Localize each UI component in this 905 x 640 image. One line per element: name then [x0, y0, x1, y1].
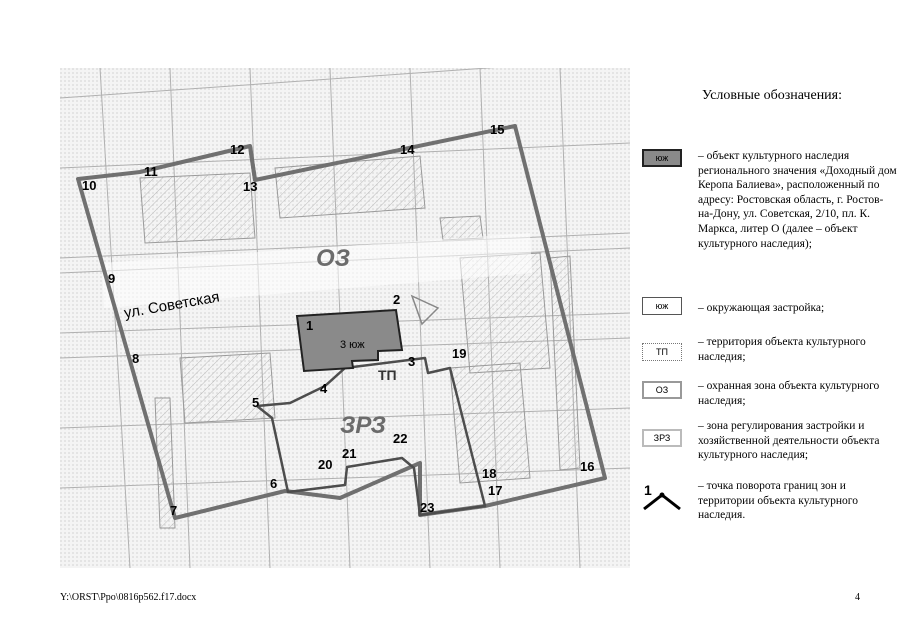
oz-notch [248, 145, 257, 181]
legend-item-territory: ТП – территория объекта культурного насл… [636, 335, 898, 379]
legend-text-heritage-object: – объект культурного наследия региональн… [698, 150, 897, 250]
point-8: 8 [132, 351, 139, 366]
legend-item-zrz: ЗРЗ – зона регулирования застройки и хоз… [636, 419, 898, 479]
point-19: 19 [452, 346, 466, 361]
point-2: 2 [393, 292, 400, 307]
legend-text-territory: – территория объекта культурного наследи… [698, 336, 866, 363]
legend: Условные обозначения: юж – объект культу… [636, 88, 898, 529]
legend-text-surrounding-buildings: – окружающая застройка; [698, 302, 825, 314]
point-4: 4 [320, 381, 328, 396]
swatch-surrounding-buildings: юж [642, 297, 682, 315]
point-7: 7 [170, 503, 177, 518]
point-23: 23 [420, 500, 434, 515]
zrz-boundary [256, 356, 487, 517]
swatch-zrz: ЗРЗ [642, 429, 682, 447]
legend-item-oz: ОЗ – охранная зона объекта культурного н… [636, 379, 898, 419]
surrounding-buildings [139, 155, 581, 529]
point-11: 11 [144, 164, 158, 179]
point-9: 9 [108, 271, 115, 286]
point-5: 5 [252, 395, 259, 410]
heritage-object [295, 308, 404, 373]
svg-text:1: 1 [644, 482, 652, 498]
legend-item-heritage-object: юж – объект культурного наследия региона… [636, 117, 898, 295]
swatch-territory: ТП [642, 343, 682, 361]
point-1: 1 [306, 318, 313, 333]
point-3: 3 [408, 354, 415, 369]
point-12: 12 [230, 142, 244, 157]
point-22: 22 [393, 431, 407, 446]
page-number: 4 [855, 592, 860, 603]
legend-title: Условные обозначения: [701, 88, 843, 103]
point-20: 20 [318, 457, 332, 472]
point-16: 16 [580, 459, 594, 474]
legend-item-turning-point: 1 – точка поворота границ зон и территор… [636, 479, 898, 529]
point-10: 10 [82, 178, 96, 193]
legend-item-surrounding-buildings: юж – окружающая застройка; [636, 295, 898, 335]
point-6: 6 [270, 476, 277, 491]
turning-point-icon: 1 [643, 482, 681, 511]
point-14: 14 [400, 142, 415, 157]
swatch-oz: ОЗ [642, 381, 682, 399]
legend-text-oz: – охранная зона объекта культурного насл… [698, 380, 880, 407]
zrz-label: ЗРЗ [340, 412, 386, 439]
legend-text-zrz: – зона регулирования застройки и хозяйст… [698, 420, 880, 462]
point-21: 21 [342, 446, 356, 461]
heritage-object-label: 3 юж [340, 339, 365, 351]
oz-label: ОЗ [316, 245, 350, 272]
swatch-heritage-object: юж [642, 149, 682, 167]
point-17: 17 [488, 483, 502, 498]
point-18: 18 [482, 466, 496, 481]
site-plan-map: 3 юж ОЗ ЗРЗ ТП ул. Советская 1 2 3 4 5 6… [60, 68, 630, 568]
tp-label: ТП [378, 367, 397, 383]
turning-points: 1 2 3 4 5 6 7 8 9 10 11 12 13 14 15 16 1… [82, 122, 594, 518]
street-band [102, 233, 532, 308]
point-15: 15 [490, 122, 504, 137]
point-13: 13 [243, 179, 257, 194]
footer-file-path: Y:\ORST\Ppo\0816p562.f17.docx [60, 592, 197, 603]
legend-text-turning-point: – точка поворота границ зон и территории… [698, 480, 858, 522]
